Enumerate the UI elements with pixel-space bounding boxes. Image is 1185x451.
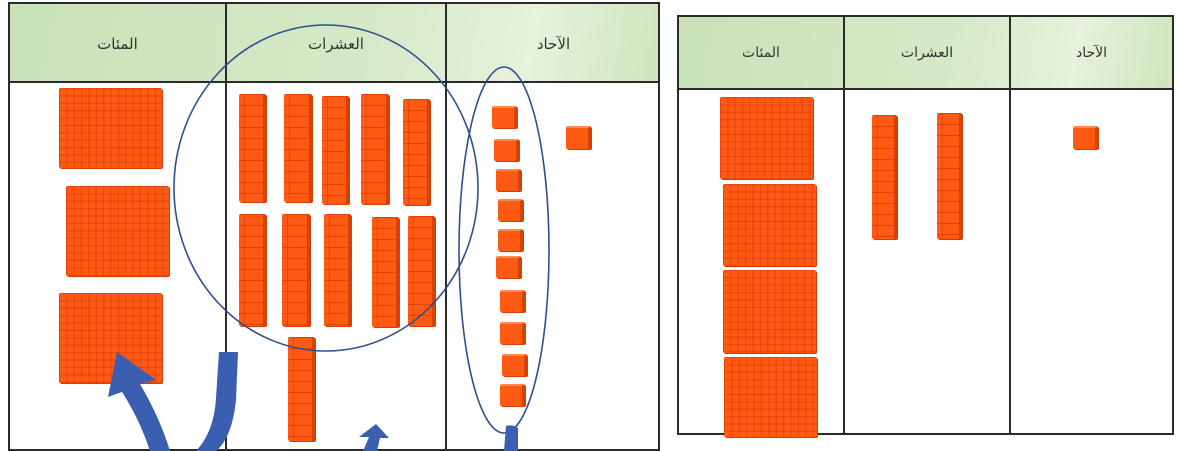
arrow-stub [504,425,518,451]
ten-rod [322,96,349,204]
ones-group-circle [458,66,550,434]
column-divider [445,4,447,449]
one-cube [500,322,525,344]
hundred-flat [723,184,816,266]
ten-rod [361,94,389,204]
one-cube [498,229,523,251]
one-cube [498,199,523,221]
hundreds-header: المئات [97,35,138,53]
ten-rod [282,214,310,326]
ten-rod [239,94,266,202]
hundred-flat [66,186,169,276]
ten-rod [284,94,312,202]
ten-rod [403,99,430,205]
one-cube [1073,126,1098,149]
header-row: المئات العشرات الآحاد [679,17,1172,90]
ten-rod [872,115,897,239]
column-divider [1009,17,1011,433]
hundred-flat [723,270,816,353]
up-arrow-head [108,352,170,451]
up-arrow-small [359,424,389,451]
place-value-table-after: المئات العشرات الآحاد [677,15,1174,437]
column-divider [843,17,845,433]
header-row: المئات العشرات الآحاد [10,4,658,83]
ten-rod [408,216,435,326]
one-cube [496,169,521,191]
hundred-flat [59,88,162,168]
ones-header: الآحاد [1075,45,1108,61]
tens-header: العشرات [900,45,954,61]
one-cube [500,384,525,406]
one-cube [502,354,527,376]
ten-rod [372,217,399,327]
hundred-flat [724,357,817,437]
tens-group-circle [173,24,479,352]
one-cube [500,290,525,312]
hundred-flat [59,293,162,383]
ten-rod [239,214,266,326]
hundred-flat [720,97,813,179]
ones-header: الآحاد [536,35,571,53]
tens-header: العشرات [308,35,364,53]
one-cube [494,139,519,161]
ten-rod [937,113,962,239]
column-divider [225,4,227,449]
ten-rod [324,214,351,326]
hundreds-header: المئات [742,45,780,61]
curved-arrow-body [196,352,238,451]
one-cube [492,106,517,128]
one-cube [566,126,591,149]
one-cube [496,256,521,278]
ten-rod [288,337,315,441]
